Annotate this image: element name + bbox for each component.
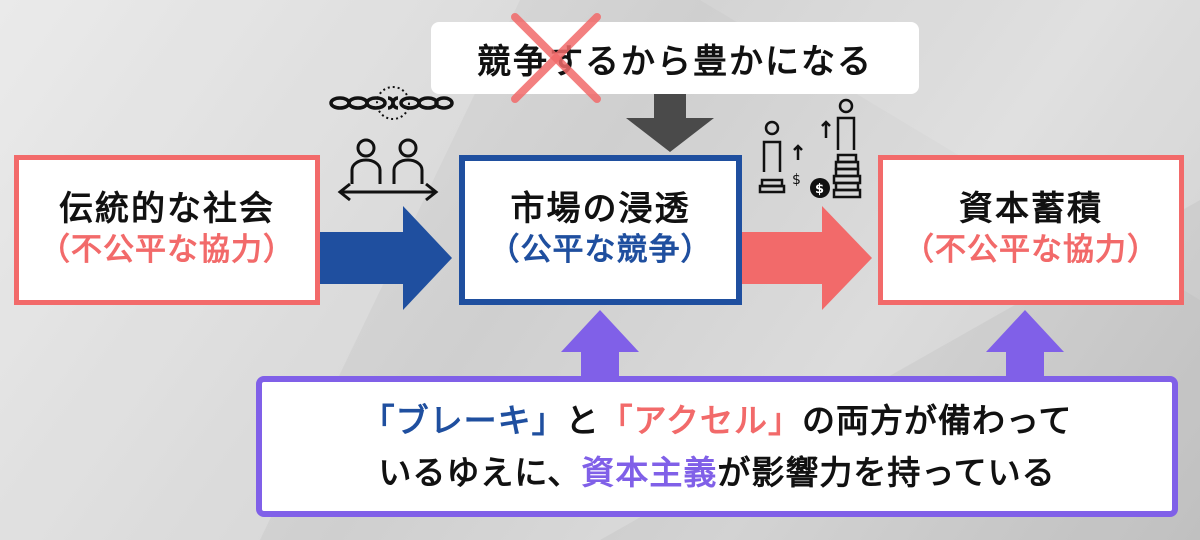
traditional-society-title: 伝統的な社会	[59, 188, 275, 229]
conclusion-line-2-start: いるゆえに、	[378, 452, 582, 492]
conclusion-line-1-rest: の両方が備わって	[802, 401, 1073, 441]
and-connector: と	[565, 401, 600, 441]
conclusion-line-2: いるゆえに、資本主義が影響力を持っている	[378, 447, 1055, 498]
competition-claim-label: 競争するから豊かになる	[431, 22, 919, 94]
capital-accumulation-title: 資本蓄積	[959, 188, 1103, 229]
competition-claim-text: 競争するから豊かになる	[477, 41, 873, 82]
capital-accumulation-subtitle: （不公平な協力）	[903, 232, 1159, 269]
capital-accumulation-box: 資本蓄積 （不公平な協力）	[878, 155, 1184, 305]
market-penetration-subtitle: （公平な競争）	[488, 232, 713, 269]
conclusion-line-2-rest: が影響力を持っている	[717, 452, 1056, 492]
brake-term: 「ブレーキ」	[361, 401, 566, 441]
conclusion-box: 「ブレーキ」と「アクセル」の両方が備わって いるゆえに、資本主義が影響力を持って…	[256, 376, 1178, 517]
traditional-society-subtitle: （不公平な協力）	[39, 232, 295, 269]
market-penetration-box: 市場の浸透 （公平な競争）	[459, 155, 742, 305]
accel-term: 「アクセル」	[599, 401, 802, 441]
market-penetration-title: 市場の浸透	[510, 188, 691, 229]
traditional-society-box: 伝統的な社会 （不公平な協力）	[14, 155, 320, 305]
conclusion-line-1: 「ブレーキ」と「アクセル」の両方が備わって	[362, 395, 1073, 446]
capitalism-term: 資本主義	[581, 452, 718, 492]
